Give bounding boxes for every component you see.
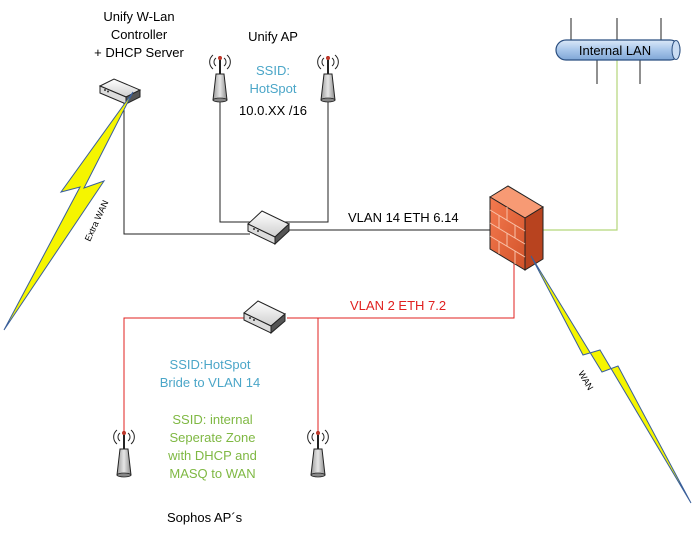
sophos-left-link	[123, 317, 246, 432]
sophos-ap-left	[113, 429, 135, 478]
controller-link	[123, 95, 250, 235]
unify-ap-right	[317, 54, 339, 103]
unify-ap-label: Unify AP	[248, 29, 298, 44]
vlan2-switch	[243, 300, 286, 335]
red-links	[123, 262, 515, 432]
firewall	[489, 185, 544, 271]
internal-lan-label: Internal LAN	[579, 43, 651, 58]
wan-label: WAN	[576, 369, 595, 392]
unify-ap-left-link	[219, 98, 250, 223]
unify-ap-right-link	[285, 98, 329, 223]
vlan14-label: VLAN 14 ETH 6.14	[348, 210, 459, 225]
controller-device	[98, 78, 142, 105]
sophos-ap-right	[307, 429, 329, 478]
lan-link	[540, 52, 618, 231]
sophos-internal-ssid-label: SSID: internal Seperate Zone with DHCP a…	[168, 412, 257, 481]
internal-lan-bus	[555, 18, 681, 84]
vlan14-switch	[247, 210, 290, 246]
sophos-aps-label: Sophos AP´s	[167, 510, 243, 525]
unify-ap-left	[209, 54, 231, 103]
extra-wan-lightning	[3, 91, 134, 331]
controller-label: Unify W-Lan Controller + DHCP Server	[94, 9, 184, 60]
sophos-hotspot-ssid-label: SSID:HotSpot Bride to VLAN 14	[159, 357, 261, 390]
black-links	[123, 95, 490, 235]
sophos-right-link	[287, 317, 319, 432]
subnet-label: 10.0.XX /16	[239, 103, 307, 118]
wan-lightning	[530, 255, 692, 504]
unify-ssid-label: SSID: HotSpot	[249, 63, 297, 96]
vlan2-label: VLAN 2 ETH 7.2	[350, 298, 447, 313]
vlan2-link	[287, 262, 515, 319]
